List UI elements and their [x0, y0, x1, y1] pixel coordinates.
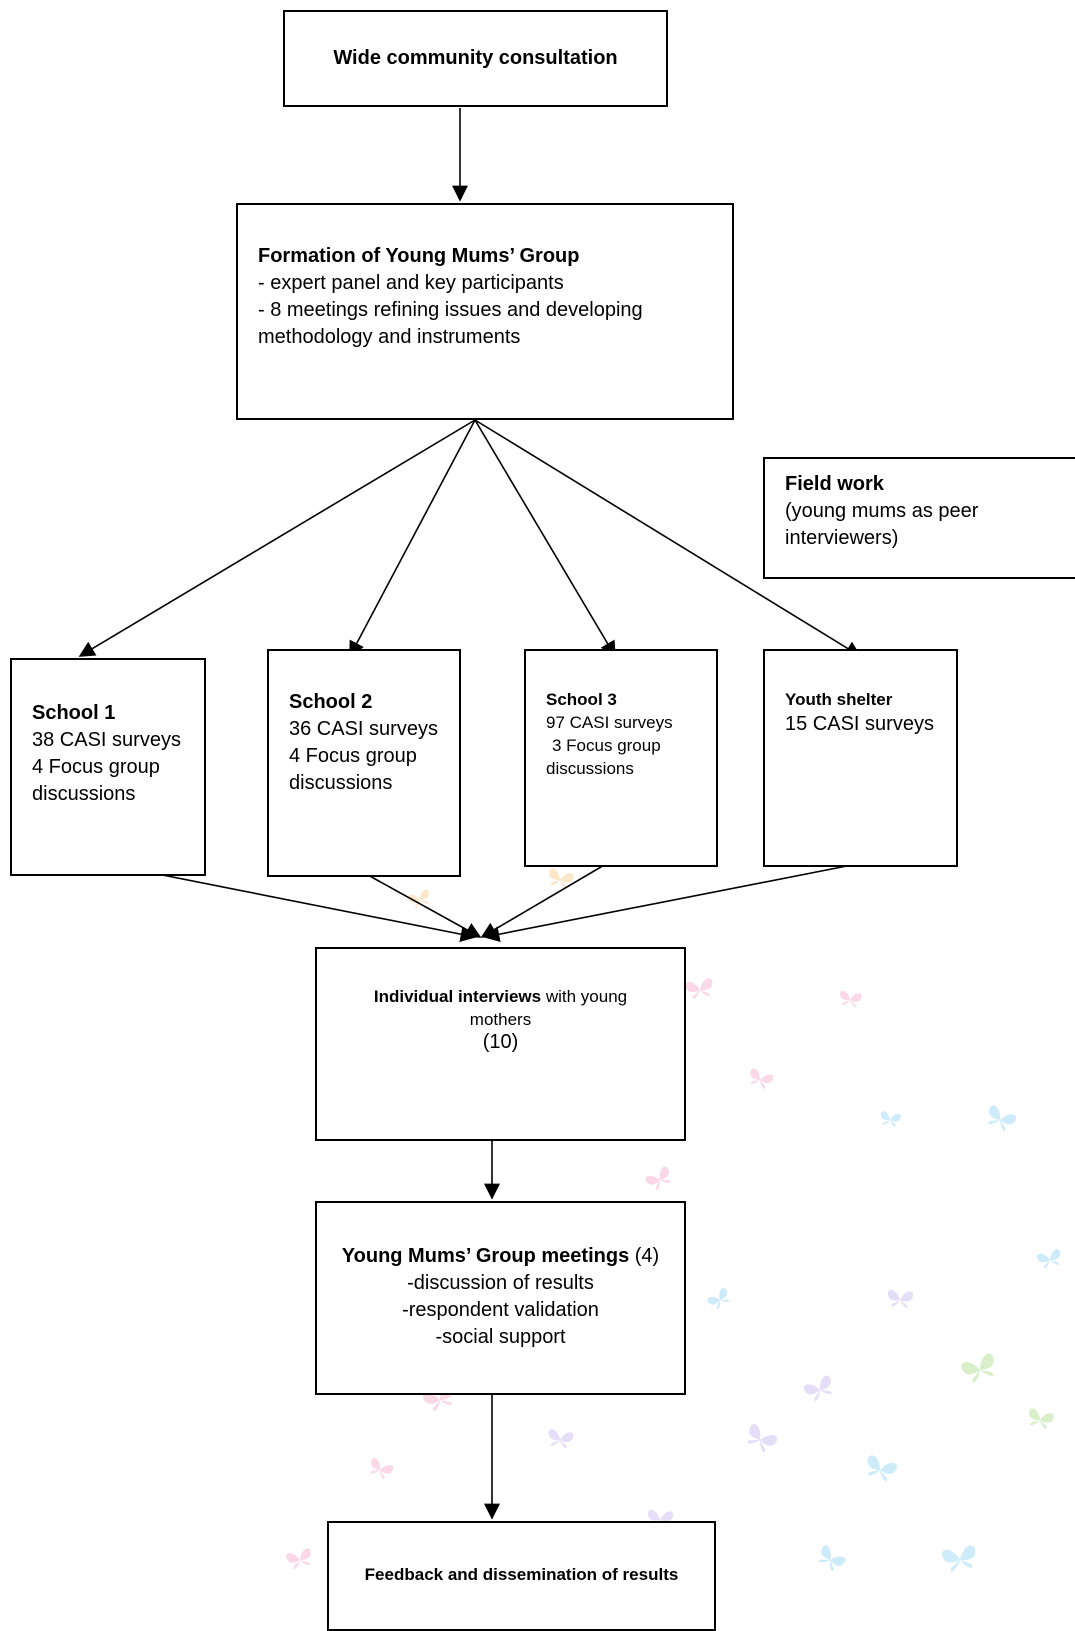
arrow-formation-to-school2 [349, 419, 476, 658]
ymg-line-2: -respondent validation [402, 1299, 599, 1321]
school-2-discussions: discussions [289, 772, 393, 794]
field-work-box: Field work (young mums as peer interview… [763, 457, 1075, 579]
school-2-box: School 2 36 CASI surveys 4 Focus group d… [267, 649, 461, 877]
feedback-label: Feedback and dissemination of results [364, 1565, 679, 1584]
arrow-formation-to-school3 [474, 419, 616, 658]
ymg-line-3: -social support [435, 1326, 566, 1348]
school-3-surveys: 97 CASI surveys [546, 713, 673, 732]
individual-count: (10) [482, 1031, 519, 1053]
formation-box: Formation of Young Mums’ Group - expert … [236, 203, 734, 420]
wide-consultation-label: Wide community consultation [333, 47, 618, 69]
formation-title: Formation of Young Mums’ Group [258, 245, 580, 267]
individual-title-bold: Individual interviews [373, 987, 542, 1006]
arrow-formation-to-school1 [78, 419, 476, 657]
feedback-box: Feedback and dissemination of results [327, 1521, 716, 1631]
school-1-box: School 1 38 CASI surveys 4 Focus group d… [10, 658, 206, 876]
school-3-discussions: discussions [546, 759, 634, 778]
individual-line-2: mothers [469, 1010, 532, 1029]
individual-title-rest: with young [541, 987, 628, 1006]
ymg-meetings-box: Young Mums’ Group meetings (4) -discussi… [315, 1201, 686, 1395]
school-3-box: School 3 97 CASI surveys 3 Focus group d… [524, 649, 718, 867]
ymg-line-1: -discussion of results [407, 1272, 594, 1294]
arrow-school3-to-individual [480, 863, 607, 938]
school-3-focus: 3 Focus group [552, 736, 661, 755]
school-2-focus: 4 Focus group [289, 745, 417, 767]
youth-shelter-surveys: 15 CASI surveys [785, 713, 934, 735]
field-work-line-2: interviewers) [785, 527, 899, 549]
youth-shelter-box: Youth shelter 15 CASI surveys [763, 649, 958, 867]
field-work-line-1: (young mums as peer [785, 500, 979, 522]
individual-interviews-box: Individual interviews with young mothers… [315, 947, 686, 1141]
field-work-title: Field work [785, 473, 884, 495]
formation-line-3: methodology and instruments [258, 326, 521, 348]
ymg-title-bold: Young Mums’ Group meetings [341, 1245, 630, 1267]
school-1-discussions: discussions [32, 783, 136, 805]
school-1-surveys: 38 CASI surveys [32, 729, 181, 751]
ymg-title-rest: (4) [629, 1245, 660, 1267]
school-2-title: School 2 [289, 691, 373, 713]
school-1-title: School 1 [32, 702, 116, 724]
youth-shelter-title: Youth shelter [785, 690, 893, 709]
school-3-title: School 3 [546, 690, 617, 709]
arrow-formation-to-youth [474, 419, 862, 657]
wide-consultation-box: Wide community consultation [283, 10, 668, 107]
arrow-youth-to-individual [483, 863, 858, 943]
school-2-surveys: 36 CASI surveys [289, 718, 438, 740]
formation-line-2: - 8 meetings refining issues and develop… [258, 299, 643, 321]
arrow-school1-to-individual [106, 863, 477, 943]
school-1-focus: 4 Focus group [32, 756, 160, 778]
formation-line-1: - expert panel and key participants [258, 272, 564, 294]
